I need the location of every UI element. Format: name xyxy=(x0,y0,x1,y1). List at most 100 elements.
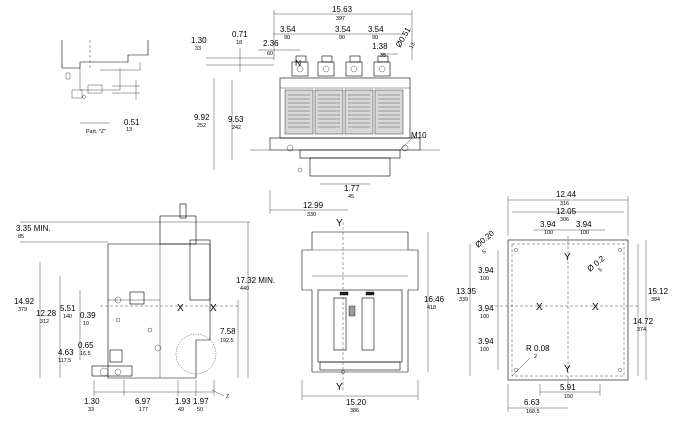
side-height-in: 14.92 xyxy=(14,297,35,306)
front-top2-in: 0.71 xyxy=(232,30,248,39)
side-view: 3.35 MIN. 85 14.92 379 12.28 312 5.51 14… xyxy=(14,203,275,413)
cut-x-left: X xyxy=(536,302,543,313)
front-top1-mm: 33 xyxy=(195,46,201,52)
side-b2-in: 6.97 xyxy=(135,397,151,406)
poles xyxy=(284,89,404,135)
side-h3-mm: 140 xyxy=(63,314,72,320)
detail-caption: Part. "Z" xyxy=(86,129,106,135)
cut-h2-in: 15.12 xyxy=(648,287,669,296)
neutral-label: N xyxy=(295,58,301,68)
side-cx-mm: 192.5 xyxy=(220,338,234,344)
detail-dim-mm: 13 xyxy=(126,127,132,133)
side-clear-mm: 85 xyxy=(18,234,24,240)
cut-w1-mm: 316 xyxy=(560,201,569,207)
cut-w2-mm: 306 xyxy=(560,217,569,223)
side-x-left: X xyxy=(177,303,184,314)
cut-b1-mm: 150 xyxy=(564,394,573,400)
center-y-top: Y xyxy=(336,218,343,229)
side-h6-mm: 117.5 xyxy=(58,358,71,364)
front-pitch2-mm: 90 xyxy=(339,35,345,41)
cut-w1-in: 12.44 xyxy=(556,190,577,199)
cut-y-top: Y xyxy=(564,252,571,263)
cut-h3-mm: 374 xyxy=(637,327,646,333)
front-offset-in: 2.36 xyxy=(263,39,279,48)
cut-v2-in: 3.94 xyxy=(478,304,494,313)
front-bot-mm: 45 xyxy=(348,194,354,200)
cut-w2-in: 12.05 xyxy=(556,207,577,216)
cut-v1-mm: 100 xyxy=(480,276,489,282)
cut-p2-in: 3.94 xyxy=(576,220,592,229)
front-hole-mm: 13 xyxy=(409,42,417,50)
side-cx-in: 7.58 xyxy=(220,327,236,336)
cut-v3-in: 3.94 xyxy=(478,337,494,346)
side-h2-mm: 312 xyxy=(40,319,49,325)
cut-h-mm: 339 xyxy=(459,297,468,303)
front-pitch1-in: 3.54 xyxy=(280,25,296,34)
side-h5-in: 0.65 xyxy=(78,341,94,350)
front-h2-mm: 242 xyxy=(232,125,241,131)
side-height-mm: 379 xyxy=(18,307,27,313)
cut-b1-in: 5.91 xyxy=(560,383,576,392)
cut-p2-mm: 100 xyxy=(580,230,589,236)
cut-p1-mm: 100 xyxy=(544,230,553,236)
cut-h2-mm: 384 xyxy=(651,297,660,303)
center-y-bot: Y xyxy=(336,382,343,393)
cut-h-in: 13.35 xyxy=(456,287,477,296)
cut-x-right: X xyxy=(592,302,599,313)
side-h4-mm: 10 xyxy=(83,321,89,327)
side-tall-in: 17.32 MIN. xyxy=(236,276,275,285)
front-pitch3-mm: 90 xyxy=(372,35,378,41)
side-h4-in: 0.39 xyxy=(80,311,96,320)
side-b3-mm: 49 xyxy=(178,407,184,413)
mount-holes xyxy=(514,248,622,372)
cut-h3-in: 14.72 xyxy=(633,317,654,326)
cut-b2-in: 6.63 xyxy=(524,398,540,407)
front-top2-mm: 18 xyxy=(236,40,242,46)
side-tall-mm: 440 xyxy=(240,286,249,292)
side-h5-mm: 16.5 xyxy=(80,351,91,357)
front-pitch3-in: 3.54 xyxy=(368,25,384,34)
cut-p1-in: 3.94 xyxy=(540,220,556,229)
front-bot-in: 1.77 xyxy=(344,184,360,193)
front-depth-in: 12.99 xyxy=(303,201,324,210)
front-offset-mm: 60 xyxy=(267,51,273,57)
cut-hole1-mm: 5 xyxy=(481,249,487,256)
front-view: 15.63 397 3.54 90 3.54 90 3.54 90 2.36 6… xyxy=(191,5,440,218)
front-h1-in: 9.92 xyxy=(194,113,210,122)
cut-v1-in: 3.94 xyxy=(478,266,494,275)
center-h-mm: 418 xyxy=(427,305,436,311)
front-top1-in: 1.30 xyxy=(191,36,207,45)
front-h1-mm: 252 xyxy=(197,123,206,129)
front-term-in: 1.38 xyxy=(372,42,388,51)
side-b1-in: 1.30 xyxy=(84,397,100,406)
cut-b2-mm: 168.5 xyxy=(526,409,540,415)
side-h6-in: 4.63 xyxy=(58,348,74,357)
cut-r-in: R 0.08 xyxy=(526,344,550,353)
front-depth-mm: 330 xyxy=(307,212,316,218)
cut-r-mm: 2 xyxy=(534,354,537,360)
front-width-in: 15.63 xyxy=(332,5,353,14)
front-width-mm: 397 xyxy=(336,16,345,22)
side-h3-in: 5.51 xyxy=(60,304,76,313)
side-x-right: X xyxy=(210,303,217,314)
front-pitch2-in: 3.54 xyxy=(335,25,351,34)
center-w-mm: 386 xyxy=(350,408,359,414)
detail-dim-in: 0.51 xyxy=(124,118,140,127)
side-z-mark: Z xyxy=(226,394,230,400)
side-b4-mm: 50 xyxy=(197,407,203,413)
side-b4-in: 1.97 xyxy=(193,397,209,406)
front-h2-in: 9.53 xyxy=(228,115,244,124)
cut-v3-mm: 100 xyxy=(480,347,489,353)
detail-z: 0.51 13 Part. "Z" xyxy=(61,40,149,135)
front-bolt: M10 xyxy=(411,131,427,140)
front-pitch1-mm: 90 xyxy=(284,35,290,41)
side-b1-mm: 33 xyxy=(88,407,94,413)
cut-v2-mm: 100 xyxy=(480,314,489,320)
center-view: Y Y 16.46 418 15.20 386 xyxy=(301,218,445,414)
side-h2-in: 12.28 xyxy=(36,309,57,318)
cut-hole1-in: Ø0.20 xyxy=(474,228,497,249)
terminal-row: N xyxy=(291,55,391,77)
center-w-in: 15.20 xyxy=(346,398,367,407)
